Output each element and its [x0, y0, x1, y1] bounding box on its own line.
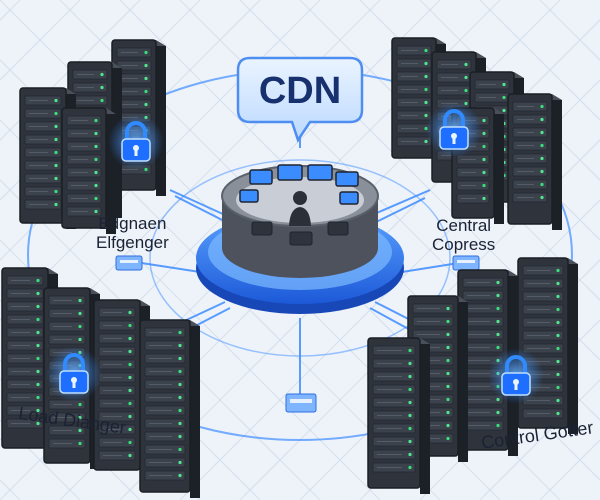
server-rack-icon-cluster-control — [367, 257, 578, 494]
network-switch-icon-left — [115, 255, 143, 271]
server-rack-icon — [507, 93, 562, 230]
cdn-bubble-label: CDN — [259, 70, 341, 112]
server-rack-icon — [61, 107, 116, 234]
server-rack-icon — [367, 337, 430, 494]
central-node-label: Central Copress — [432, 216, 495, 254]
lock-icon-central — [426, 102, 482, 158]
lock-icon-load — [46, 346, 102, 402]
edge-node-label: Edgnaen Elfgenger — [96, 214, 169, 252]
lock-icon-control — [488, 348, 544, 404]
speech-bubble-icon: CDN — [236, 56, 364, 143]
monitor-screens — [239, 164, 359, 205]
edge-node-label-line2: Elfgenger — [96, 233, 169, 252]
server-rack-icon-cluster-load — [1, 267, 200, 498]
central-node-label-line2: Copress — [432, 235, 496, 254]
lock-icon-edge — [108, 114, 164, 170]
server-rack-icon — [139, 319, 200, 498]
central-hub — [196, 164, 404, 314]
operator-icon — [289, 191, 311, 226]
network-switch-icon-bottom — [285, 393, 317, 413]
network-switch-icon-right — [452, 255, 480, 271]
server-rack-icon — [517, 257, 578, 434]
server-rack-icon — [391, 37, 446, 164]
edge-node-label-line1: Edgnaen — [98, 214, 167, 233]
central-node-label-line1: Central — [436, 216, 492, 235]
